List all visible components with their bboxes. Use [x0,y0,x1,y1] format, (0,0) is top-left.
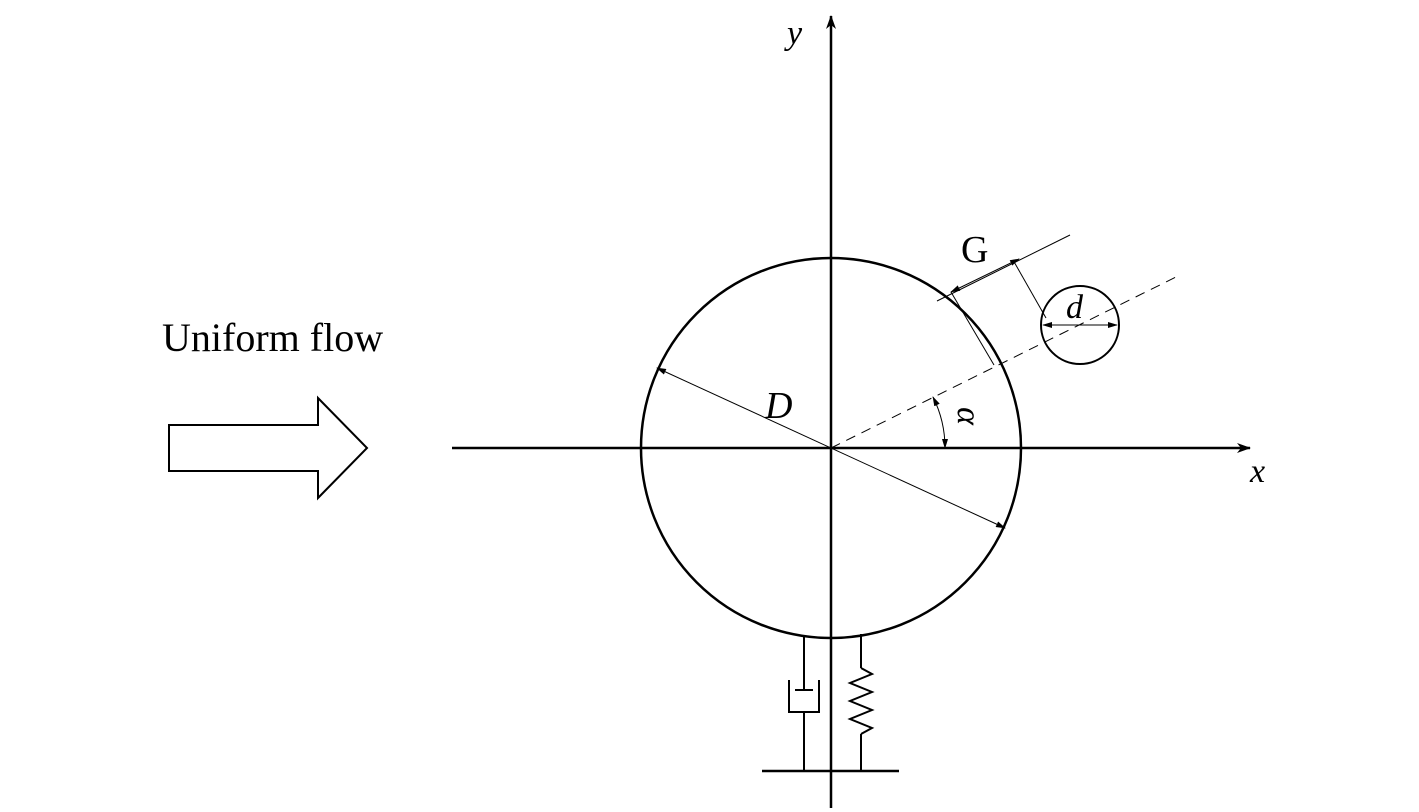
main-diameter-label: D [764,385,792,427]
flow-label: Uniform flow [162,315,383,360]
small-diameter-label: d [1066,289,1084,326]
damper-icon [788,636,820,772]
gap-label: G [961,229,988,271]
angle-label: α [950,407,987,426]
small-cylinder [1040,285,1120,365]
angle-reference-dashed-line [830,275,1179,449]
gap-extension-line-small [1012,259,1047,319]
gap-extension-line-cylinder [950,291,995,366]
x-axis-label: x [1249,453,1265,490]
flow-arrow-icon [168,395,369,501]
main-cylinder [639,256,1023,640]
gap-extension-line-outer [936,234,1071,302]
spring-icon [847,634,875,772]
y-axis-label: y [784,15,803,52]
angle-arc [932,396,949,449]
gap-dimension-line [950,258,1020,293]
